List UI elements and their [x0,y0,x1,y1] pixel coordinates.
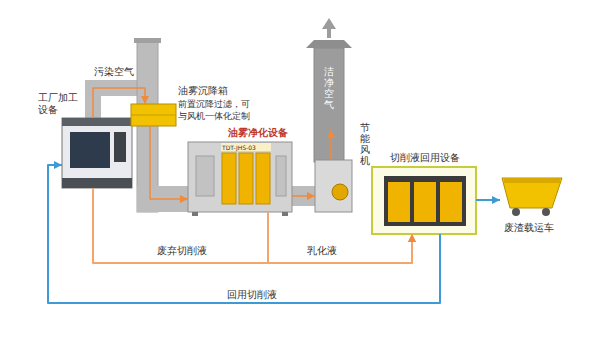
flow-arrow [268,212,412,263]
node-heading: 废渣载运车 [504,222,564,234]
flow-label: 污染空气 [92,66,136,78]
purifier-vent [276,156,286,196]
recovery-door [388,182,410,222]
node-note: 前置沉降过滤，可与风机一体化定制 [178,98,254,122]
exhaust-arrow [327,28,331,38]
flow-arrow [93,88,145,118]
flow-label: 乳化液 [305,245,339,257]
fan-node: 节能风机 [315,160,352,212]
flow-arrow [476,199,500,201]
fan-housing [315,160,352,212]
flow-label: 回用切削液 [225,289,279,301]
cart-wheel [542,208,550,216]
chimney-hood [306,40,352,48]
duct [290,186,317,206]
node-heading: 工厂加工设备 [38,92,82,116]
model-number: TDT-JHS-03 [222,144,268,151]
flow-arrow [292,195,315,197]
machine-base [62,178,132,188]
machine-panel [114,132,126,162]
flow-arrow [93,188,412,263]
flow-arrow [150,126,188,199]
purifier-housing [188,142,292,212]
recovery-node: 切削液回用设备 [372,167,476,234]
cart-wheel [512,208,520,216]
flow-arrow [330,130,332,160]
purifier-node: 油雾净化设备TDT-JHS-03 [188,142,292,212]
settling-box-seam [131,115,176,116]
purifier-module [256,153,270,204]
node-heading: 油雾沉降箱 [178,85,268,97]
machine-node: 工厂加工设备 [62,118,132,188]
cart-rim [504,178,560,183]
purifier-vent [196,156,214,196]
machine-top [62,118,132,126]
purifier-label-strip [221,143,271,151]
purifier-module [239,153,253,204]
purifier-module [222,153,236,204]
flow-label: 废弃切削液 [155,245,209,257]
machine-body [62,118,132,188]
recovery-frame [372,167,476,234]
recovery-machine [384,176,466,226]
node-heading: 切削液回用设备 [390,152,480,164]
chimney-node: 洁净空气 [314,50,344,130]
duct-cap [134,38,161,43]
flow-arrow [48,165,440,303]
cart-bin [502,178,562,208]
vertical-label: 洁净空气 [324,66,334,110]
vertical-label: 节能风机 [360,122,370,166]
node-heading: 油雾净化设备 [228,127,308,139]
purifier-leg [192,212,198,216]
cart-node: 废渣载运车 [500,174,562,218]
settling-box-node: 油雾沉降箱前置沉降过滤，可与风机一体化定制 [131,104,176,126]
chimney [314,48,344,162]
purifier-leg [282,212,288,216]
recovery-door [414,182,436,222]
exhaust-arrow [322,18,336,29]
machine-window [70,132,110,168]
recovery-door [440,182,462,222]
settling-box [131,104,176,126]
fan-motor [332,184,348,200]
